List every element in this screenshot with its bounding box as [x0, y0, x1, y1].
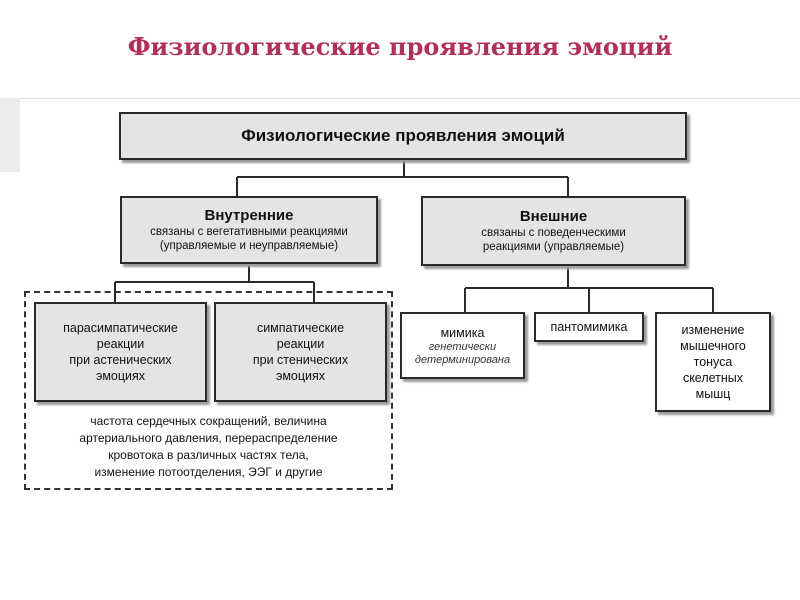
mimicry-label: мимика: [440, 325, 485, 340]
internal-indicators-text: частота сердечных сокращений, величина а…: [79, 414, 338, 479]
internal-subtitle: связаны с вегетативными реакциями (управ…: [150, 226, 348, 252]
internal-dashed-group: [24, 291, 393, 490]
connector-external-to-subtypes: [464, 266, 714, 312]
external-subtitle: связаны с поведенческими реакциями (упра…: [481, 227, 626, 253]
root-label: Физиологические проявления эмоций: [241, 126, 565, 145]
sympathetic-label: симпатические реакции при стенических эм…: [252, 321, 349, 383]
internal-box: Внутренние связаны с вегетативными реакц…: [120, 196, 378, 264]
muscle-tone-box: изменение мышечного тонуса скелетных мыш…: [655, 312, 771, 412]
parasympathetic-box: парасимпатические реакции при астеническ…: [34, 302, 207, 402]
mimicry-note: генетически детерминирована: [414, 340, 511, 366]
pantomimicry-label: пантомимика: [550, 320, 628, 334]
internal-title: Внутренние: [204, 207, 294, 224]
parasympathetic-label: парасимпатические реакции при астеническ…: [63, 321, 178, 383]
decorative-band: [0, 98, 20, 172]
connector-internal-to-subtypes: [114, 264, 315, 302]
connector-root-to-branches: [236, 160, 569, 196]
external-box: Внешние связаны с поведенческими реакция…: [421, 196, 686, 266]
root-box: Физиологические проявления эмоций: [119, 112, 687, 160]
sympathetic-box: симпатические реакции при стенических эм…: [214, 302, 387, 402]
muscle-tone-label: изменение мышечного тонуса скелетных мыш…: [680, 323, 746, 401]
pantomimicry-box: пантомимика: [534, 312, 644, 342]
decorative-line: [20, 98, 800, 99]
mimicry-box: мимика генетически детерминирована: [400, 312, 525, 379]
slide-title: Физиологические проявления эмоций: [127, 32, 673, 61]
external-title: Внешние: [519, 208, 588, 225]
